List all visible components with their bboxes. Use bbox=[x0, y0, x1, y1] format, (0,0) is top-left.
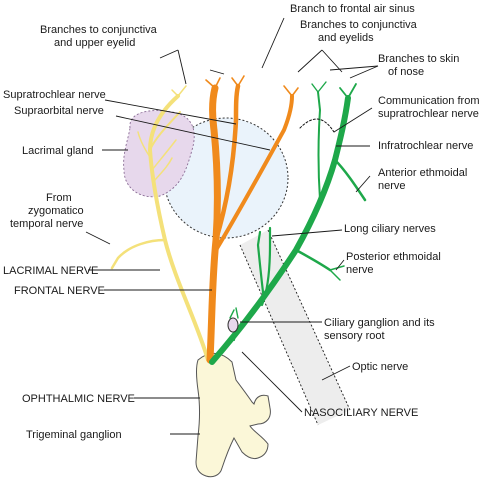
label-posterior-ethmoidal-1: Posterior ethmoidal bbox=[346, 251, 441, 263]
label-from-zygomatico-1: From bbox=[46, 192, 72, 204]
label-optic-nerve: Optic nerve bbox=[352, 361, 408, 373]
label-from-zygomatico-2: zygomatico bbox=[28, 205, 84, 217]
label-trigeminal-ganglion: Trigeminal ganglion bbox=[26, 429, 122, 441]
label-ophthalmic-nerve: OPHTHALMIC NERVE bbox=[22, 393, 135, 405]
label-branches-conjunctiva-eyelids-2: and eyelids bbox=[318, 32, 374, 44]
label-infratrochlear: Infratrochlear nerve bbox=[378, 140, 473, 152]
lacrimal-nerve bbox=[110, 85, 210, 362]
frontal-nerve bbox=[205, 75, 299, 364]
label-nasociliary-nerve: NASOCILIARY NERVE bbox=[304, 407, 418, 419]
label-supraorbital: Supraorbital nerve bbox=[14, 105, 104, 117]
label-branch-frontal-sinus: Branch to frontal air sinus bbox=[290, 3, 415, 15]
label-posterior-ethmoidal-2: nerve bbox=[346, 264, 374, 276]
label-branches-skin-nose-2: of nose bbox=[388, 66, 424, 78]
label-branches-conjunctiva-upper-1: Branches to conjunctiva bbox=[40, 24, 158, 36]
eyeball bbox=[163, 117, 289, 239]
lacrimal-gland-shape bbox=[123, 110, 195, 198]
label-communication-1: Communication from bbox=[378, 95, 479, 107]
nasociliary-nerve bbox=[209, 81, 367, 365]
label-anterior-ethmoidal-2: nerve bbox=[378, 180, 406, 192]
label-ciliary-ganglion-1: Ciliary ganglion and its bbox=[324, 317, 435, 329]
leader-lines bbox=[85, 17, 379, 435]
label-from-zygomatico-3: temporal nerve bbox=[10, 218, 83, 230]
label-branches-conjunctiva-eyelids-1: Branches to conjunctiva bbox=[300, 19, 418, 31]
label-lacrimal-gland: Lacrimal gland bbox=[22, 145, 94, 157]
label-branches-conjunctiva-upper-2: and upper eyelid bbox=[54, 37, 135, 49]
optic-nerve-outline bbox=[239, 229, 351, 426]
label-frontal-nerve: FRONTAL NERVE bbox=[14, 285, 105, 297]
trigeminal-ganglion-shape bbox=[195, 353, 271, 478]
label-anterior-ethmoidal-1: Anterior ethmoidal bbox=[378, 167, 467, 179]
label-communication-2: supratrochlear nerve bbox=[378, 108, 479, 120]
label-supratrochlear: Supratrochlear nerve bbox=[3, 89, 106, 101]
label-ciliary-ganglion-2: sensory root bbox=[324, 330, 385, 342]
label-lacrimal-nerve: LACRIMAL NERVE bbox=[3, 265, 98, 277]
ciliary-ganglion bbox=[227, 317, 239, 333]
label-branches-skin-nose-1: Branches to skin bbox=[378, 53, 459, 65]
label-long-ciliary: Long ciliary nerves bbox=[344, 223, 436, 235]
